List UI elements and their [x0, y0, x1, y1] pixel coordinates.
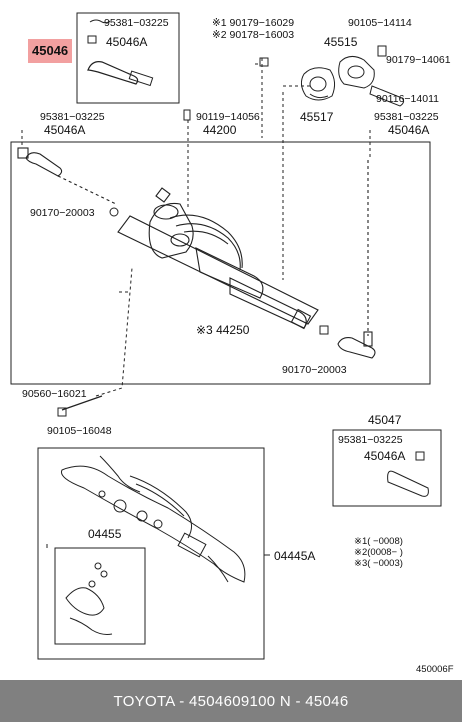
leader-lines — [21, 58, 371, 397]
label-clamp-left[interactable]: 95381−03225 — [40, 111, 105, 123]
tie-rod-end-top — [87, 61, 139, 85]
label-bracket-nut[interactable]: 90105−14114 — [348, 17, 412, 29]
end-assembly-box — [332, 429, 442, 507]
label-clamp-right[interactable]: 95381−03225 — [374, 111, 439, 123]
label-end-assembly[interactable]: 45047 — [368, 413, 402, 427]
note-2: ※2(0008− ) — [354, 547, 403, 558]
label-bracket[interactable]: 45515 — [324, 35, 358, 49]
label-top-clamp[interactable]: 95381−03225 — [104, 17, 169, 29]
label-nut-right[interactable]: 45046A — [388, 123, 430, 137]
tie-rod-left — [17, 147, 117, 205]
highlighted-part-label: 45046 — [32, 43, 69, 58]
grommet-left-icon — [109, 207, 119, 217]
label-bolt-a[interactable]: ※1 90179−16029 — [212, 17, 295, 29]
highlighted-part-number[interactable]: 45046 — [28, 39, 72, 63]
label-bolt-mid[interactable]: 90119−14056 — [196, 111, 260, 123]
label-bolt-lower[interactable]: 90560−16021 — [22, 388, 87, 400]
kit-inner-box — [54, 547, 146, 645]
kit-housing — [60, 455, 246, 583]
bolt-icon-mid — [183, 109, 191, 121]
clamp-icon-top — [89, 19, 111, 24]
label-end-clamp[interactable]: 95381−03225 — [338, 434, 403, 446]
label-kit-outer[interactable]: 04445A — [274, 549, 316, 563]
figure-code: 450006F — [416, 664, 454, 675]
kit-box — [37, 447, 265, 660]
footer-bar: TOYOTA - 4504609100 N - 45046 — [0, 680, 462, 722]
label-bushing[interactable]: 45517 — [300, 110, 334, 124]
label-end-nut[interactable]: 45046A — [364, 449, 406, 463]
label-bracket-bolt[interactable]: 90116−14011 — [376, 93, 439, 105]
bolt-lower-icon — [61, 395, 103, 411]
label-top-nut[interactable]: 45046A — [106, 35, 148, 49]
tie-rod-sleeve-top — [128, 70, 154, 87]
label-grommet-right[interactable]: 90170−20003 — [282, 364, 347, 376]
nut-icon-top — [87, 35, 97, 44]
label-grommet-left[interactable]: 90170−20003 — [30, 207, 95, 219]
label-nut-left[interactable]: 45046A — [44, 123, 86, 137]
bracket — [338, 45, 405, 107]
kit-inner-sketch — [65, 562, 113, 635]
footer-text: TOYOTA - 4504609100 N - 45046 — [113, 693, 349, 710]
bushing — [300, 67, 336, 101]
label-nut-lower[interactable]: 90105−16048 — [47, 425, 112, 437]
note-1: ※1( −0008) — [354, 536, 403, 547]
tie-rod-end-right — [387, 470, 429, 497]
tie-rod-right — [337, 160, 376, 359]
note-3: ※3( −0003) — [354, 558, 403, 569]
end-nut-icon — [415, 451, 425, 461]
nut-lower-icon — [57, 407, 67, 417]
label-kit-inner[interactable]: 04455 — [88, 527, 122, 541]
label-bolt-b[interactable]: ※2 90178−16003 — [212, 29, 295, 41]
label-assembly[interactable]: 44200 — [203, 123, 237, 137]
main-assembly-box — [10, 141, 431, 385]
label-gear-assembly[interactable]: ※3 44250 — [196, 323, 250, 337]
gear-housing — [117, 187, 319, 330]
label-bracket-nut-b[interactable]: 90179−14061 — [386, 54, 451, 66]
grommet-right-icon — [319, 325, 329, 335]
bolt-icon-top — [259, 57, 269, 67]
tie-rod-end-box — [76, 12, 180, 104]
